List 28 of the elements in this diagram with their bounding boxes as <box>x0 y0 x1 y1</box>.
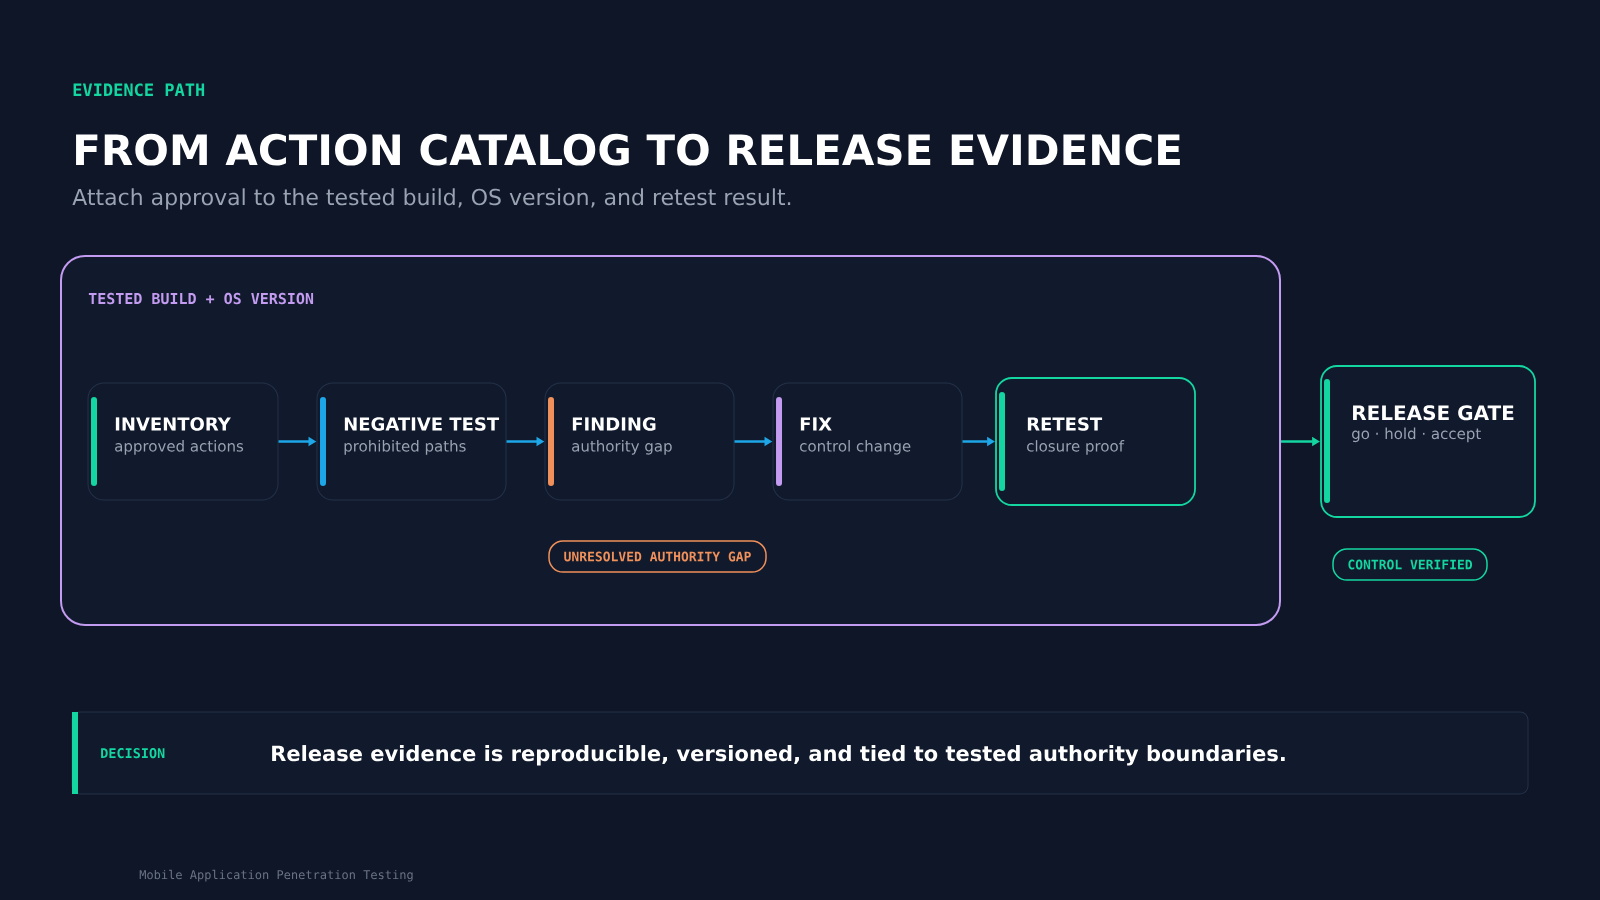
card-subtitle: authority gap <box>572 440 672 455</box>
card-title: RELEASE GATE <box>1353 405 1514 421</box>
decision-banner <box>71 711 1529 795</box>
process-card <box>87 382 279 501</box>
card-subtitle: prohibited paths <box>344 440 466 455</box>
process-card <box>316 382 507 501</box>
title: FROM ACTION CATALOG TO RELEASE EVIDENCE <box>76 133 1180 166</box>
process-card <box>772 382 963 501</box>
tagline: Mobile Application Penetration Testing <box>139 869 413 882</box>
card-subtitle: closure proof <box>1027 440 1125 455</box>
card-subtitle: approved actions <box>115 440 244 455</box>
status-badge: UNRESOLVED AUTHORITY GAP <box>548 540 767 573</box>
card-subtitle: control change <box>800 440 911 455</box>
subtitle: Attach approval to the tested build, OS version, and retest result. <box>72 188 791 210</box>
card-title: FIX <box>800 417 832 431</box>
card-title: RETEST <box>1027 417 1103 431</box>
decision-statement: Release evidence is reproducible, versioned, and tied to tested authority boundaries. <box>272 745 1285 766</box>
section-label: EVIDENCE PATH <box>73 83 205 97</box>
process-card <box>544 382 735 501</box>
process-card <box>995 377 1196 506</box>
gate-card <box>1320 365 1536 518</box>
group-label: TESTED BUILD + OS VERSION <box>88 292 314 305</box>
status-badge: CONTROL VERIFIED <box>1332 548 1488 581</box>
card-subtitle: go · hold · accept <box>1352 427 1481 443</box>
card-title: FINDING <box>572 417 656 431</box>
card-title: INVENTORY <box>115 417 231 431</box>
banner-label: DECISION <box>101 748 165 759</box>
card-title: NEGATIVE TEST <box>344 417 500 431</box>
